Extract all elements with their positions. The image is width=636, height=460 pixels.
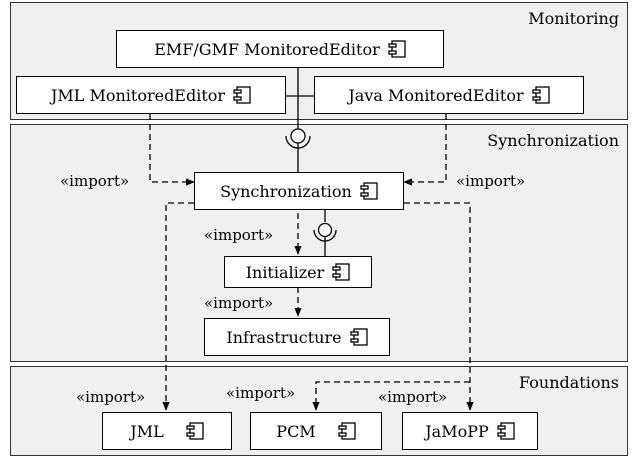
- component-label: Java MonitoredEditor: [348, 85, 524, 105]
- provided-interface-ball: [290, 128, 306, 144]
- component-label: Synchronization: [220, 181, 352, 201]
- component-icon: [531, 86, 550, 104]
- import-jml-editor-to-sync: [149, 114, 195, 186]
- provided-interface-ball-2: [317, 222, 333, 238]
- import-sync-to-jml: [162, 202, 194, 411]
- import-label-jml-editor: «import»: [60, 172, 130, 190]
- component-initializer: Initializer: [224, 256, 372, 288]
- component-emf-gmf-monitored-editor: EMF/GMF MonitoredEditor: [116, 30, 444, 68]
- import-java-editor-to-sync: [403, 114, 447, 186]
- component-infrastructure: Infrastructure: [204, 318, 390, 356]
- component-icon: [186, 422, 204, 440]
- component-label: JML: [130, 421, 164, 441]
- component-icon: [349, 328, 368, 346]
- component-label: JML MonitoredEditor: [50, 85, 226, 105]
- component-jamopp: JaMoPP: [402, 412, 538, 450]
- import-label-infrastructure: «import»: [204, 294, 274, 312]
- layer-title-synchronization: Synchronization: [487, 131, 619, 150]
- component-icon: [388, 40, 406, 58]
- layer-title-monitoring: Monitoring: [528, 9, 619, 28]
- import-label-jamopp: «import»: [378, 388, 448, 406]
- layer-title-foundations: Foundations: [519, 373, 619, 392]
- component-pcm: PCM: [250, 412, 382, 450]
- component-synchronization: Synchronization: [194, 172, 404, 210]
- import-label-initializer: «import»: [204, 226, 274, 244]
- import-label-jml: «import»: [76, 388, 146, 406]
- import-label-java-editor: «import»: [456, 172, 526, 190]
- component-jml: JML: [102, 412, 232, 450]
- component-label: EMF/GMF MonitoredEditor: [154, 39, 380, 59]
- component-icon: [360, 182, 378, 200]
- import-sync-to-pcm: [312, 381, 470, 411]
- import-sync-to-jamopp: [404, 202, 474, 411]
- import-label-pcm: «import»: [226, 384, 296, 402]
- component-icon: [233, 86, 251, 104]
- component-java-monitored-editor: Java MonitoredEditor: [314, 76, 584, 114]
- component-jml-monitored-editor: JML MonitoredEditor: [16, 76, 286, 114]
- component-label: Initializer: [245, 262, 325, 282]
- component-label: PCM: [276, 421, 316, 441]
- component-label: Infrastructure: [226, 327, 342, 347]
- component-icon: [497, 422, 515, 440]
- component-label: JaMoPP: [425, 421, 489, 441]
- component-icon: [332, 263, 350, 281]
- component-icon: [338, 422, 356, 440]
